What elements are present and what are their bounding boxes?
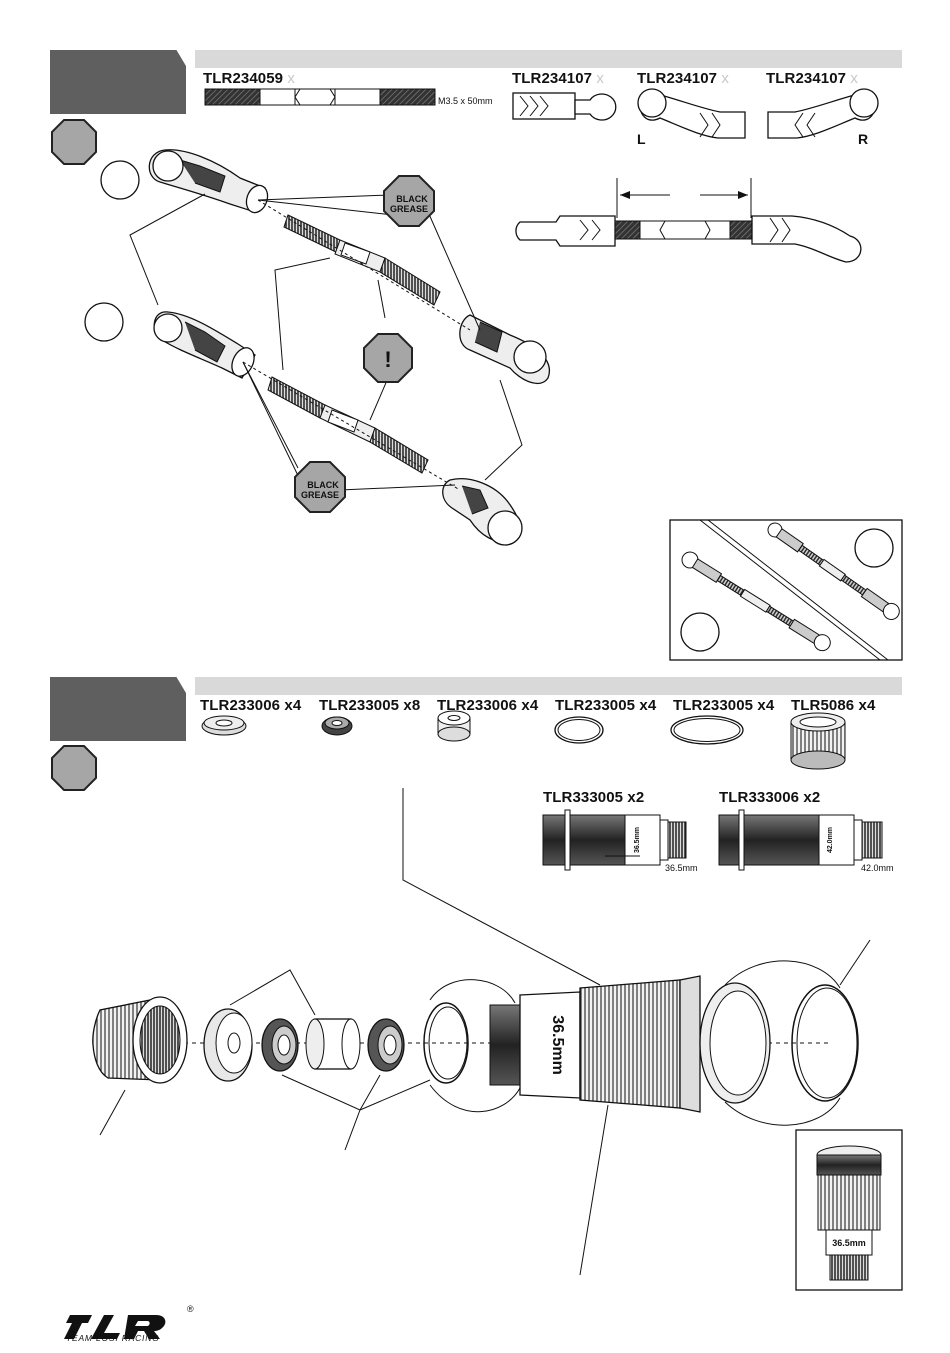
rod-end-upper-left-illustration — [149, 150, 271, 216]
step-2-inset-box — [796, 1130, 902, 1290]
o-ring-2-illustration — [368, 1019, 404, 1071]
spacer-part-icon — [438, 711, 470, 741]
spacer-illustration — [306, 1019, 360, 1069]
step-2-badge-icon — [52, 746, 96, 790]
straight-rod-end-part-icon — [513, 93, 616, 120]
body-36-engraving: 36.5mm — [634, 827, 641, 853]
grease-2-line-1: BLACK — [307, 480, 339, 490]
turnbuckle-rod-lower-illustration — [268, 377, 428, 473]
shock-body-42-part-icon — [719, 810, 882, 870]
callout-circle-lower-icon — [85, 303, 123, 341]
assembled-turnbuckle-illustration — [516, 178, 861, 262]
shock-body-36-part-icon — [543, 810, 686, 870]
logo-tagline: TEAM LOSI RACING — [66, 1333, 160, 1343]
right-rod-end-part-icon — [768, 89, 878, 138]
rod-end-upper-right-illustration — [460, 315, 550, 383]
thin-ring-1-illustration — [424, 1003, 468, 1083]
o-ring-1-illustration — [262, 1019, 298, 1071]
rod-end-lower-left-illustration — [154, 312, 258, 380]
shock-body-engraving: 36.5mm — [549, 1015, 566, 1075]
callout-circle-upper-icon — [101, 161, 139, 199]
o-ring-part-icon — [322, 717, 352, 735]
grease-1-line-1: BLACK — [396, 194, 428, 204]
inset-engraving: 36.5mm — [832, 1238, 866, 1248]
warning-symbol: ! — [384, 347, 391, 372]
cap-washer-illustration — [204, 1009, 252, 1081]
thin-ring-large-part-icon — [671, 716, 743, 744]
turnbuckle-rod-part-icon — [205, 89, 435, 105]
left-rod-end-part-icon — [638, 89, 745, 138]
grease-1-line-2: GREASE — [390, 204, 428, 214]
threaded-cap-illustration — [93, 997, 187, 1083]
step-1-inset-box — [670, 519, 902, 660]
grease-2-line-2: GREASE — [301, 490, 339, 500]
thin-ring-small-part-icon — [555, 717, 603, 743]
shock-cap-washer-part-icon — [202, 716, 246, 735]
body-42-engraving: 42.0mm — [827, 827, 834, 853]
threaded-cap-part-icon — [791, 713, 845, 769]
step-1-badge-icon — [52, 120, 96, 164]
rod-end-lower-right-illustration — [443, 479, 522, 545]
logo-registered: ® — [187, 1304, 194, 1314]
shock-body-illustration — [490, 976, 770, 1112]
turnbuckle-rod-upper-illustration — [284, 215, 440, 305]
